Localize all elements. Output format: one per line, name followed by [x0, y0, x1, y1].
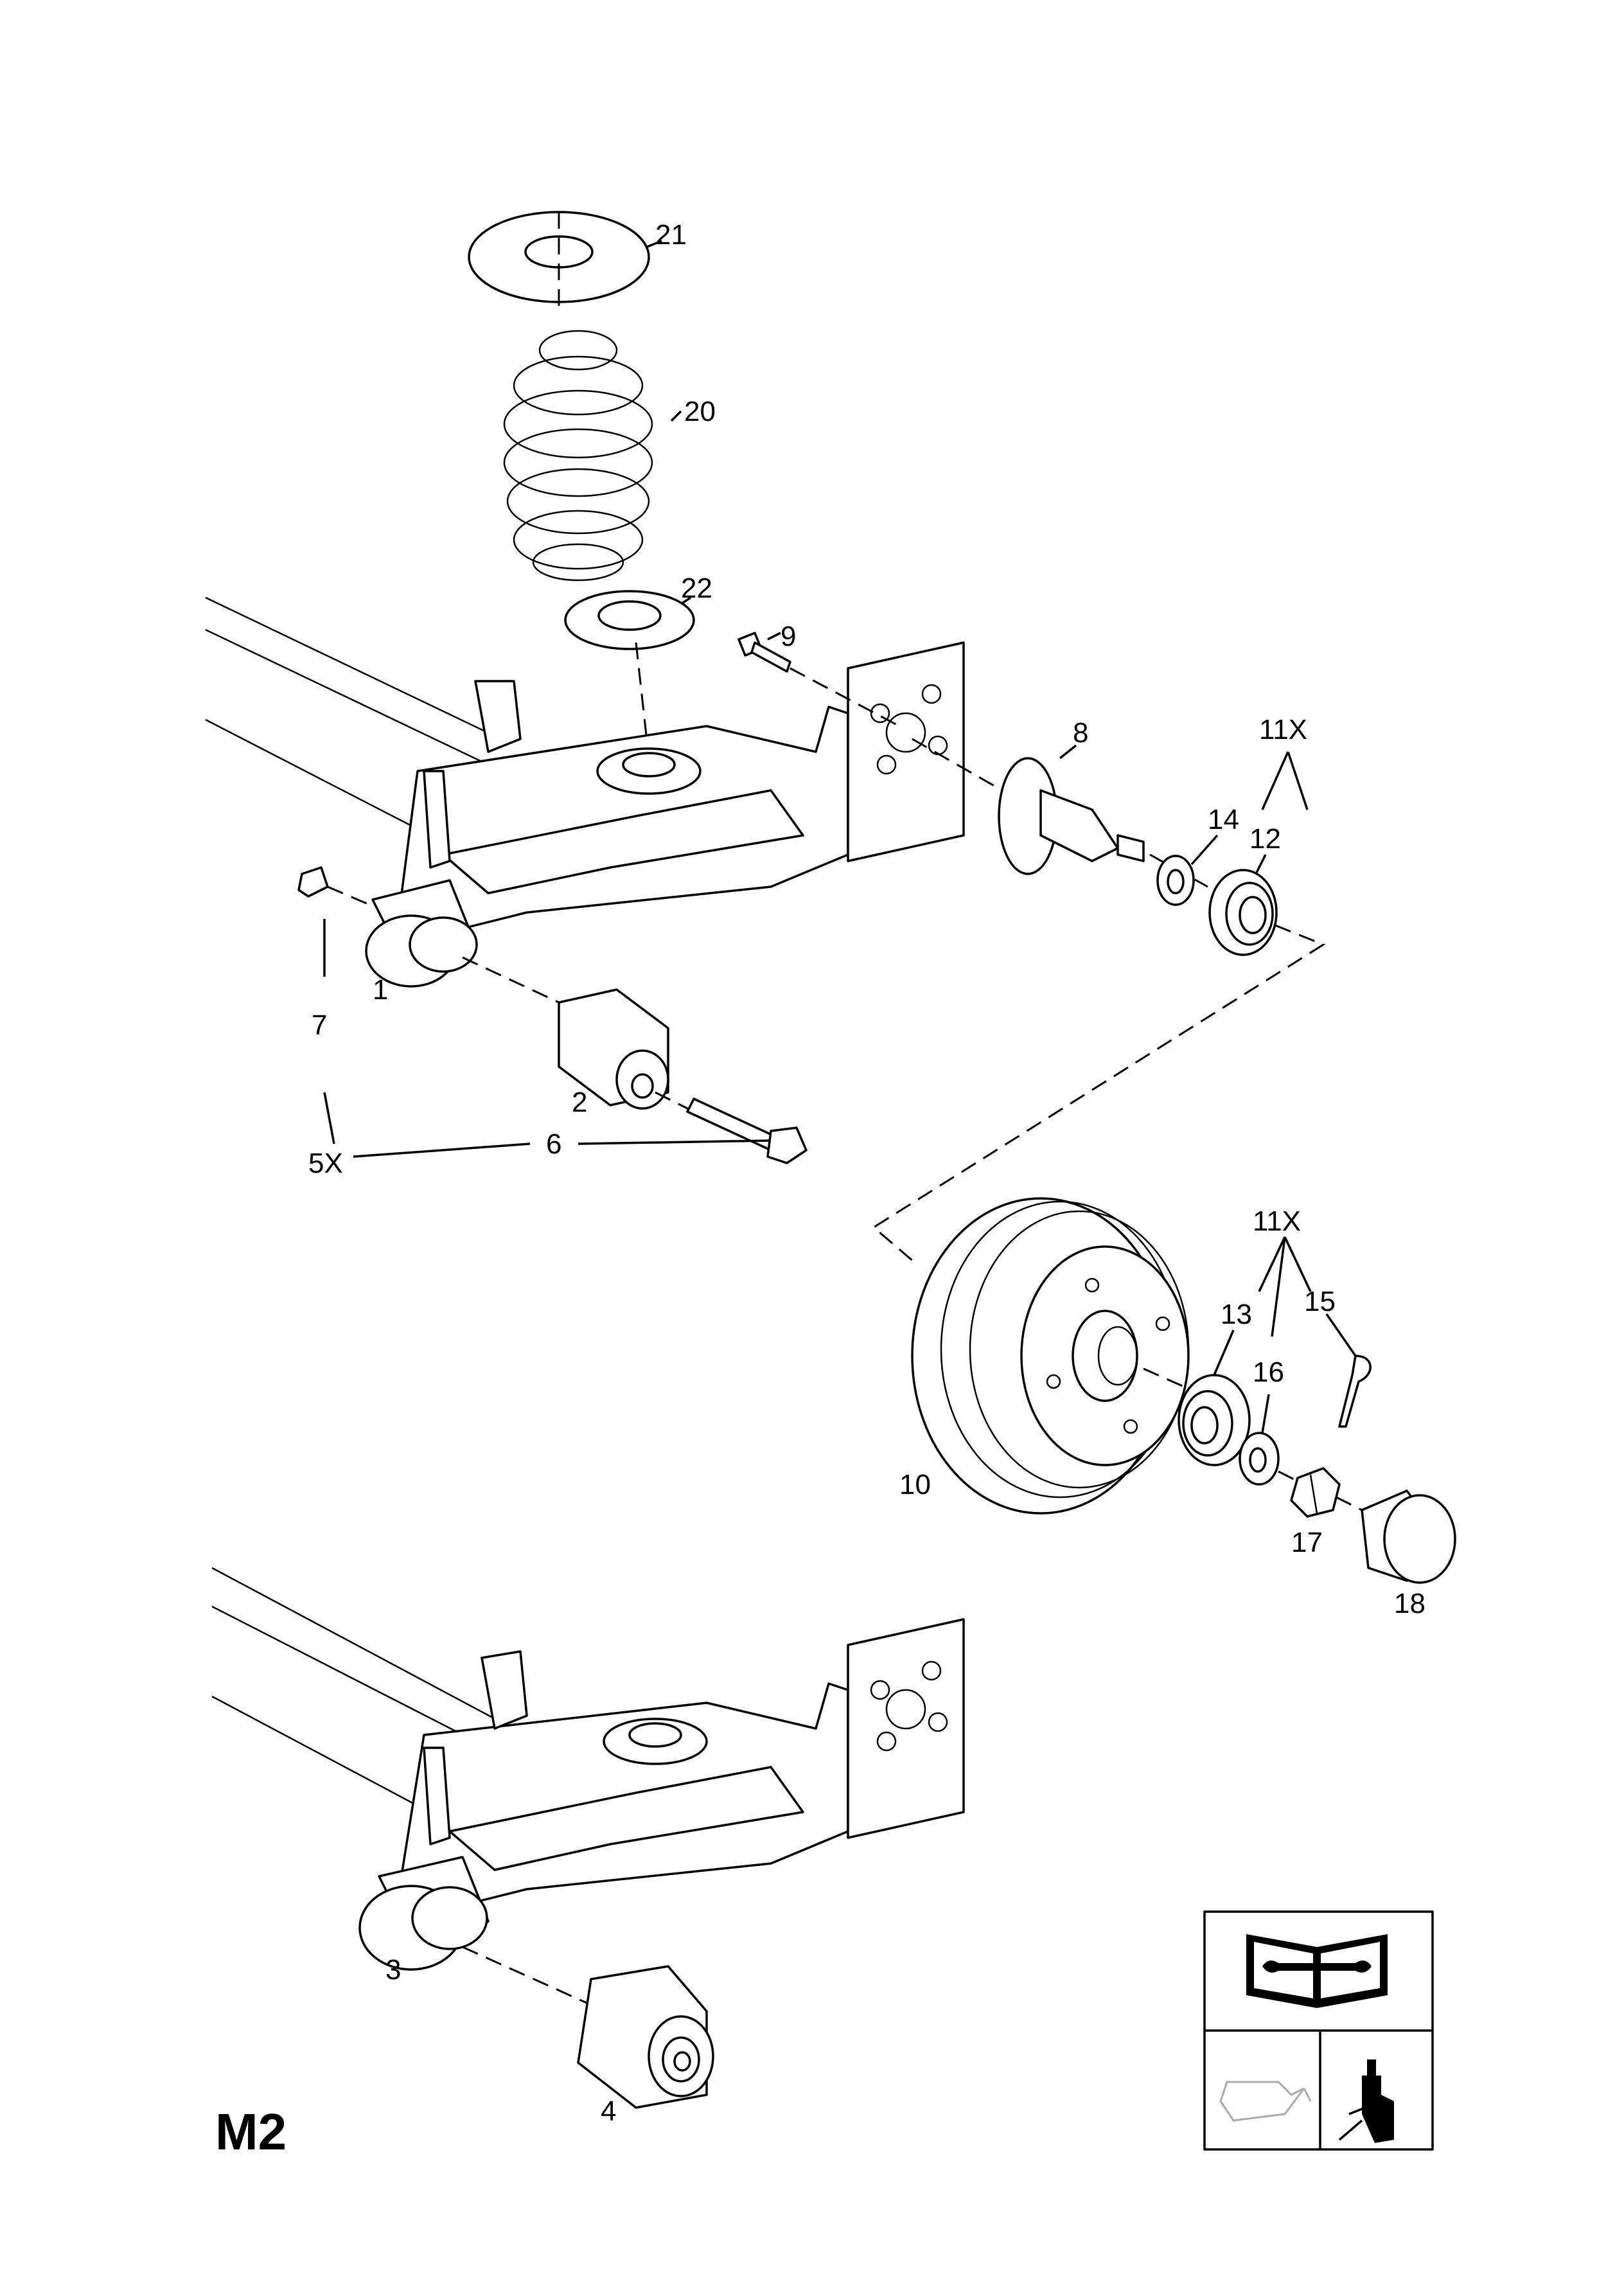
- callout-21: 21: [655, 219, 687, 251]
- callout-2: 2: [572, 1087, 587, 1118]
- part-15-split-pin: [1338, 1355, 1372, 1428]
- callout-22: 22: [681, 573, 712, 604]
- callout-10: 10: [899, 1469, 931, 1500]
- part-18-hub-cap: [1361, 1489, 1456, 1584]
- callout-1: 1: [373, 974, 388, 1006]
- callout-11x-bottom: 11X: [1253, 1205, 1301, 1237]
- part-4-bushing: [462, 1946, 714, 2109]
- callout-6: 6: [546, 1128, 561, 1160]
- callout-18: 18: [1394, 1588, 1425, 1619]
- callout-3: 3: [385, 1954, 401, 1986]
- callout-12: 12: [1249, 823, 1281, 855]
- callout-5x: 5X: [308, 1148, 343, 1179]
- bolt-holes: [870, 684, 948, 775]
- callout-8: 8: [1073, 717, 1088, 749]
- part-13-bearing: [1178, 1374, 1251, 1466]
- callout-9: 9: [781, 621, 796, 652]
- part-7-nut: [297, 866, 373, 907]
- callout-14: 14: [1208, 804, 1239, 835]
- part-21-spring-seat: [468, 211, 650, 308]
- part-12-bearing: [1208, 869, 1278, 956]
- callout-20: 20: [684, 396, 716, 427]
- part-2-bushing: [462, 956, 694, 1113]
- part-17-castle-nut: [1290, 1467, 1363, 1518]
- callout-16: 16: [1253, 1356, 1284, 1388]
- part-22-spring-pad: [564, 590, 695, 759]
- leader-lines: [323, 240, 1357, 1434]
- part-14-washer: [1156, 855, 1195, 906]
- page-code: M2: [215, 2103, 287, 2160]
- callout-15: 15: [1304, 1286, 1336, 1317]
- part-9-bolt: [737, 632, 900, 727]
- part-10-brake-drum: [911, 1197, 1202, 1515]
- legend-box: [1203, 1910, 1434, 2151]
- callout-labels: 21 20 22 9 8 11X 14 12 1 7 2 6 5X 11X 15…: [308, 219, 1425, 2127]
- callout-4: 4: [601, 2095, 616, 2127]
- part-16-washer: [1239, 1432, 1305, 1486]
- oil-can-icon: [1219, 2081, 1312, 2122]
- part-3-rear-axle-beam: [211, 1567, 965, 1971]
- callout-13: 13: [1221, 1299, 1252, 1330]
- part-1-rear-axle-beam: [205, 596, 965, 988]
- service-manual-icon: [1246, 1934, 1388, 2008]
- part-20-coil-spring: [503, 330, 653, 582]
- callout-11x-top: 11X: [1259, 714, 1307, 745]
- callout-17: 17: [1291, 1527, 1323, 1558]
- bolt-holes: [870, 1660, 948, 1752]
- part-8-stub-axle: [912, 738, 1208, 888]
- part-6-bolt: [686, 1098, 808, 1164]
- callout-7: 7: [312, 1009, 327, 1041]
- grease-tube-icon: [1338, 2059, 1394, 2143]
